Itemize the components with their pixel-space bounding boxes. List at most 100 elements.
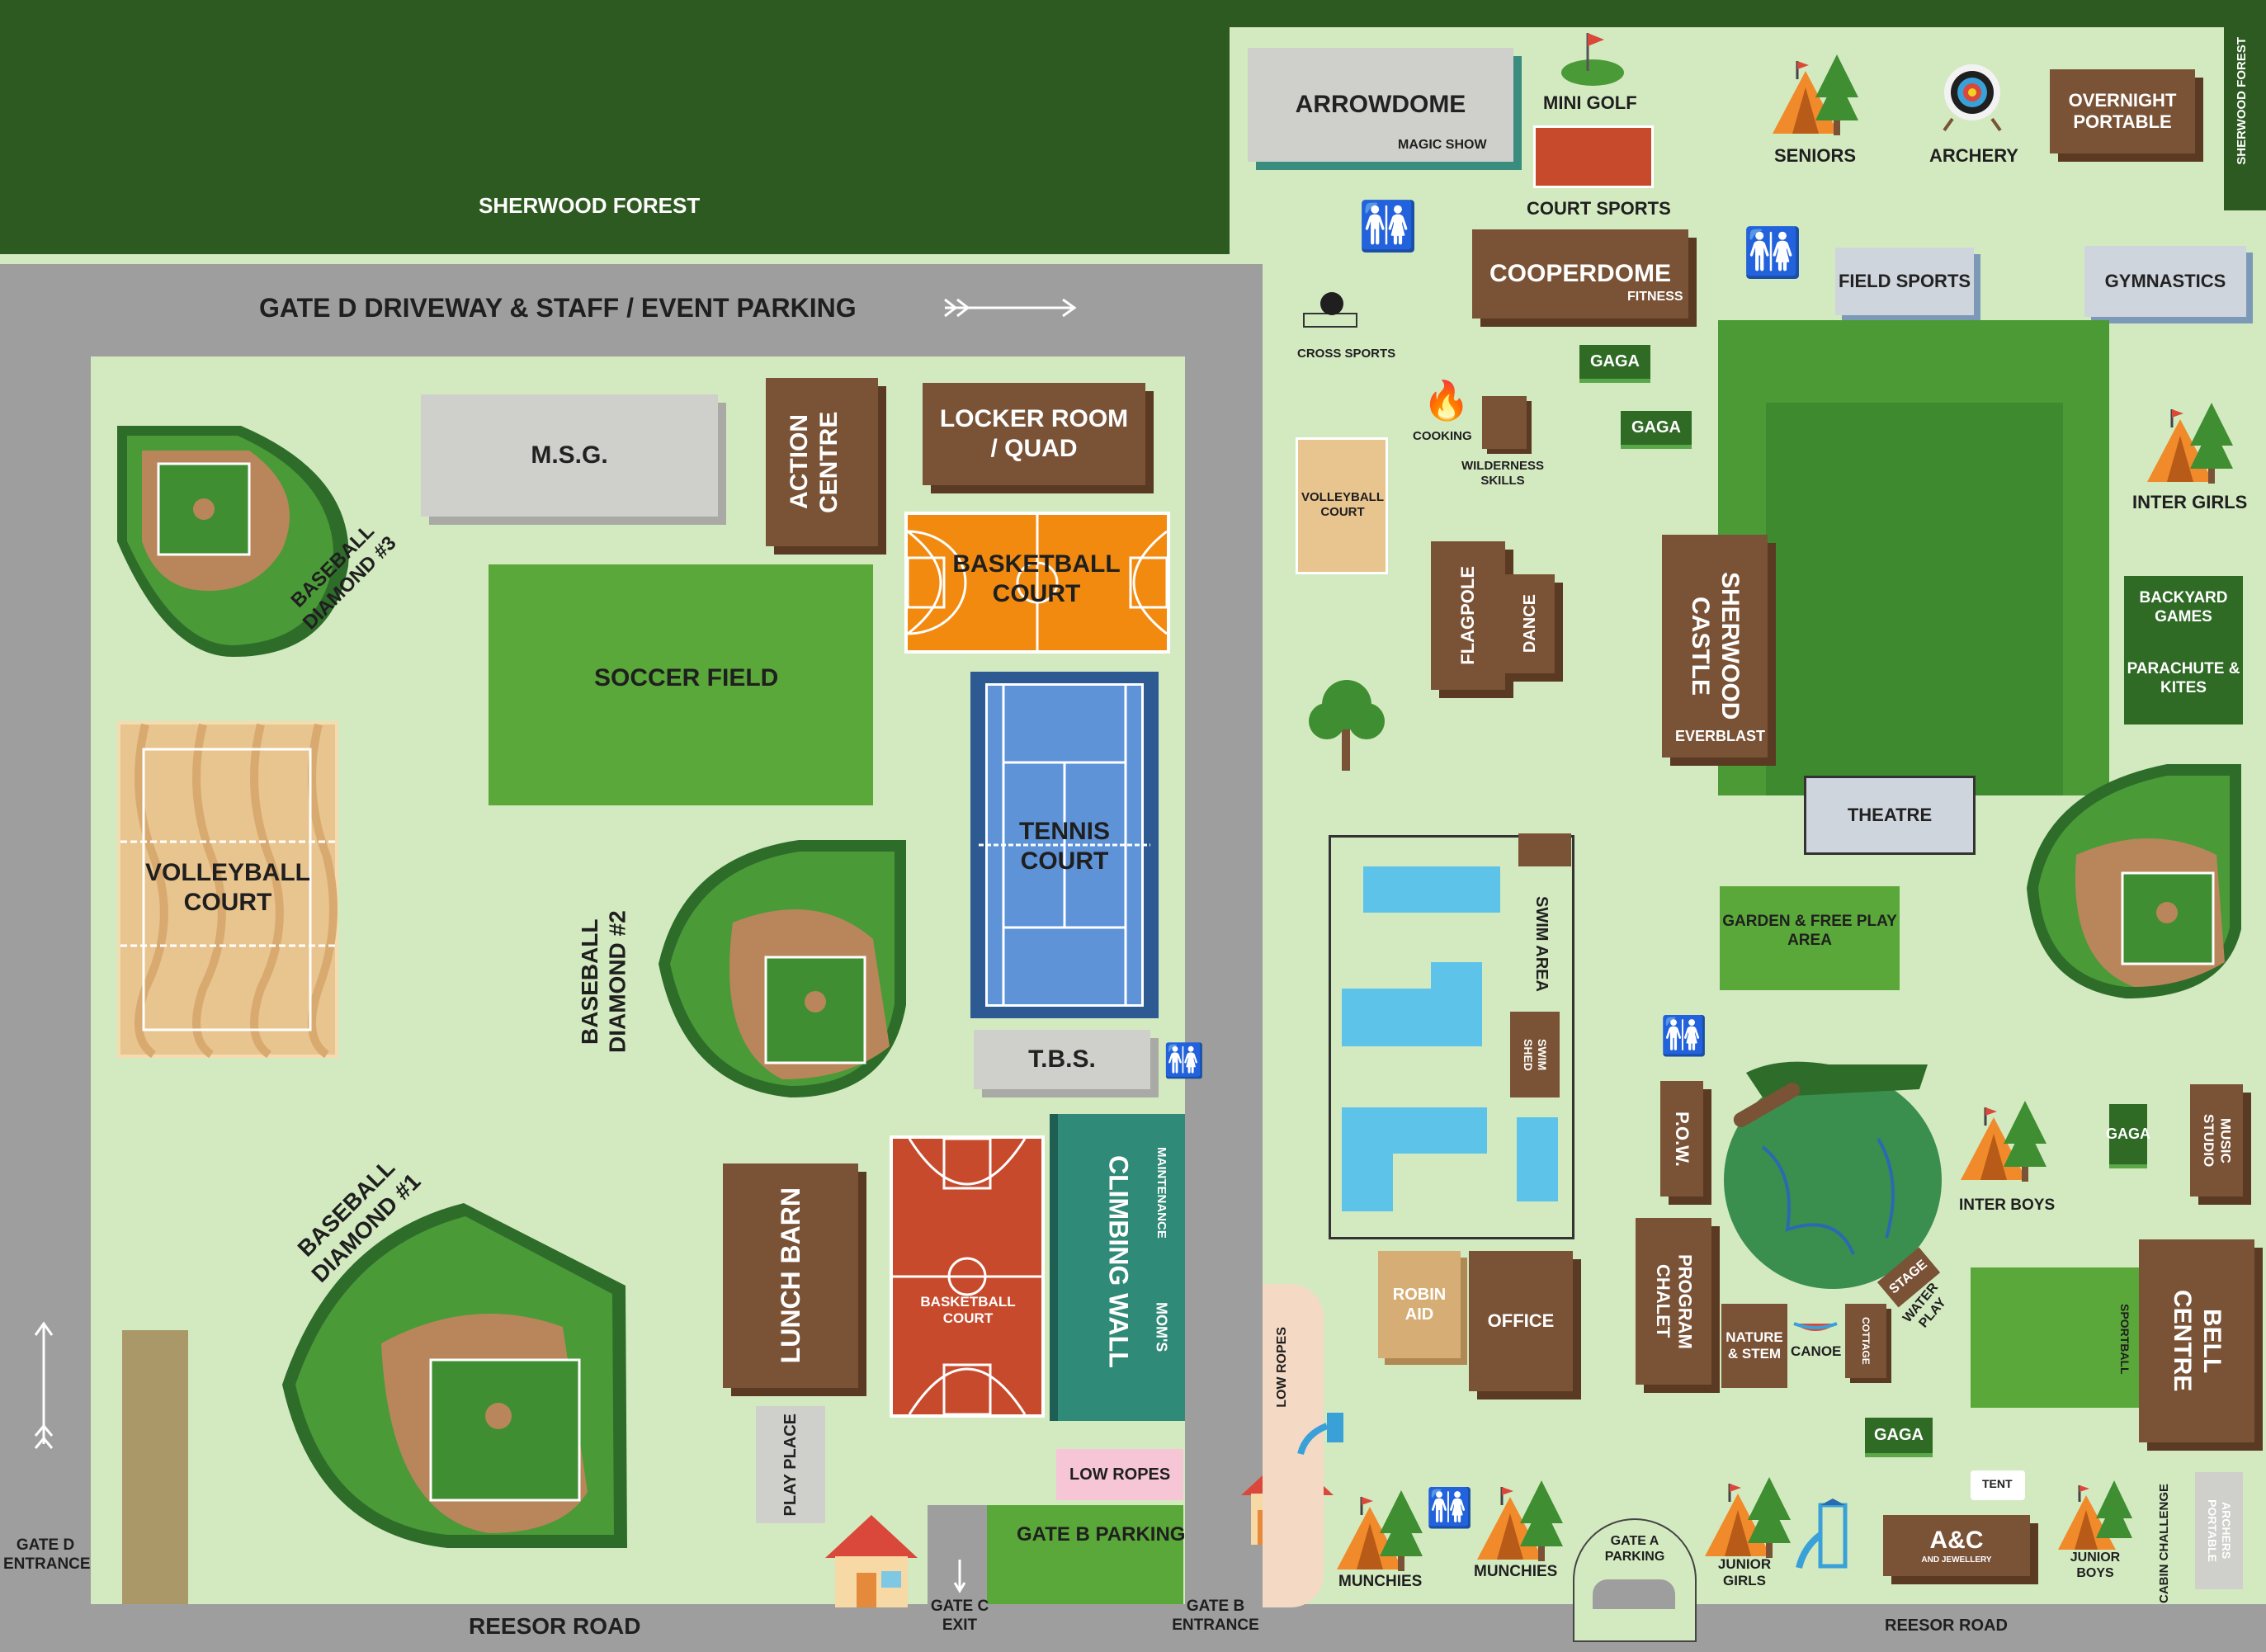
baseball-diamond-3[interactable] — [117, 426, 356, 665]
sportball-label: SPORTBALL — [2117, 1304, 2131, 1375]
low-ropes-right[interactable] — [1263, 1284, 1324, 1607]
cabin-challenge-label: CABIN CHALLENGE — [2157, 1484, 2171, 1603]
locker-room-label: LOCKER ROOM / QUAD — [939, 405, 1129, 462]
volleyball-court-small[interactable] — [1296, 437, 1388, 574]
robin-aid-building[interactable]: ROBIN AID — [1378, 1251, 1461, 1358]
overnight-portable-building[interactable]: OVERNIGHT PORTABLE — [2050, 69, 2195, 153]
gate-d-road — [0, 264, 1263, 356]
gaga-tag[interactable]: GAGA — [1621, 411, 1692, 449]
house-icon — [825, 1515, 918, 1607]
seniors-label: SENIORS — [1774, 145, 1857, 166]
baseball-diamond-2[interactable] — [650, 840, 914, 1097]
tree-icon — [1309, 680, 1385, 771]
sherwood-forest-side-label: SHERWOOD FOREST — [2235, 37, 2249, 165]
gate-b-parking[interactable] — [987, 1505, 1183, 1604]
baseball-diamond-1[interactable] — [282, 1203, 632, 1553]
pool — [1431, 962, 1482, 1046]
garden-label: GARDEN & FREE PLAY AREA — [1722, 913, 1897, 949]
volleyball-court-label: VOLLEYBALL COURT — [145, 859, 310, 916]
cooperdome-label: COOPERDOME — [1489, 260, 1672, 287]
moms-label: MOM'S — [1153, 1302, 1170, 1352]
msg-building[interactable]: M.S.G. — [421, 394, 718, 517]
pool — [1363, 866, 1500, 913]
wilderness-hut[interactable] — [1482, 396, 1527, 449]
play-place[interactable]: PLAY PLACE — [756, 1406, 825, 1523]
gaga-tag[interactable]: GAGA — [2106, 1104, 2150, 1168]
basketball-court-main[interactable] — [904, 512, 1170, 654]
arrowdome-building[interactable]: ARROWDOME — [1248, 48, 1513, 162]
theatre-building[interactable]: THEATRE — [1804, 776, 1976, 855]
locker-room-building[interactable]: LOCKER ROOM / QUAD — [923, 383, 1145, 485]
a-and-c-label: A&C — [1929, 1527, 1984, 1554]
tent-icon — [1961, 1101, 2046, 1182]
program-chalet-building[interactable]: PROGRAM CHALET — [1636, 1218, 1711, 1385]
lunch-barn-building[interactable]: LUNCH BARN — [723, 1163, 858, 1388]
basketball-court-small[interactable] — [890, 1135, 1045, 1418]
sherwood-castle-label: SHERWOOD CASTLE — [1687, 572, 1744, 720]
mini-golf-label: MINI GOLF — [1543, 92, 1637, 113]
gaga-tag[interactable]: GAGA — [1865, 1418, 1933, 1457]
climbing-wall[interactable] — [1058, 1114, 1185, 1421]
gate-c-exit-label: GATE C EXIT — [930, 1598, 989, 1634]
dance-building[interactable]: DANCE — [1505, 574, 1555, 673]
canoe-label: CANOE — [1791, 1343, 1842, 1359]
program-chalet-label: PROGRAM CHALET — [1653, 1253, 1696, 1349]
tbs-building[interactable]: T.B.S. — [974, 1030, 1150, 1089]
arrow-icon — [34, 1321, 54, 1449]
garden-area[interactable] — [1720, 886, 1900, 990]
swim-shed-building[interactable]: SWIM SHED — [1510, 1012, 1560, 1097]
sportball-field[interactable] — [1971, 1267, 2160, 1408]
action-centre-building[interactable]: ACTION CENTRE — [766, 378, 878, 546]
gate-d-entrance-label: GATE D ENTRANCE — [3, 1536, 91, 1573]
tent-sign — [1971, 1470, 2025, 1500]
cottage-building[interactable]: COTTAGE — [1845, 1304, 1886, 1378]
volleyball-court[interactable] — [117, 721, 338, 1059]
basketball-court-main-label: BASKETBALL COURT — [952, 550, 1121, 607]
court-sports-label: COURT SPORTS — [1527, 198, 1671, 219]
soccer-field[interactable] — [489, 564, 873, 805]
action-centre-label: ACTION CENTRE — [786, 411, 843, 513]
tennis-court[interactable] — [970, 672, 1159, 1018]
reesor-road — [0, 1604, 2266, 1652]
parachute-kites-label: PARACHUTE & KITES — [2127, 660, 2240, 696]
sherwood-castle-building[interactable]: SHERWOOD CASTLE — [1662, 535, 1768, 758]
reesor-road-right-label: REESOR ROAD — [1885, 1617, 2008, 1635]
lunch-barn-label: LUNCH BARN — [775, 1187, 805, 1364]
road-middle — [1185, 264, 1263, 1652]
pow-building[interactable]: P.O.W. — [1660, 1081, 1703, 1197]
baseball-diamond-right[interactable] — [2018, 764, 2249, 998]
court-sports-court[interactable] — [1533, 125, 1654, 188]
baseball-diamond-2-label: BASEBALL DIAMOND #2 — [577, 910, 630, 1054]
fitness-label: FITNESS — [1627, 290, 1683, 304]
bell-centre-building[interactable]: BELL CENTRE — [2139, 1239, 2254, 1442]
soccer-field-label: SOCCER FIELD — [594, 664, 779, 691]
sherwood-forest-area — [0, 0, 1230, 254]
gymnastics-label: GYMNASTICS — [2104, 270, 2226, 291]
flagpole-building[interactable]: FLAGPOLE — [1431, 541, 1505, 690]
archers-portable-building[interactable]: ARCHERS PORTABLE — [2195, 1472, 2243, 1589]
slide-icon — [1297, 1413, 1343, 1456]
music-studio-building[interactable]: MUSIC STUDIO — [2190, 1084, 2243, 1197]
washroom-icon: 🚻 — [1426, 1486, 1474, 1529]
munchies-2-label: MUNCHIES — [1474, 1563, 1558, 1580]
backyard-games-label: BACKYARD GAMES — [2139, 589, 2228, 625]
gymnastics-building[interactable]: GYMNASTICS — [2084, 246, 2246, 317]
cooperdome-building[interactable]: COOPERDOME — [1472, 229, 1688, 319]
cottage-label: COTTAGE — [1860, 1317, 1872, 1365]
office-building[interactable]: OFFICE — [1469, 1251, 1573, 1391]
canoe-icon — [1793, 1322, 1838, 1331]
wilderness-skills-label: WILDERNESS SKILLS — [1461, 459, 1544, 488]
backyard-games-area[interactable] — [2124, 576, 2243, 725]
archery-target-icon — [1943, 64, 2002, 132]
nature-stem-building[interactable]: NATURE & STEM — [1721, 1304, 1787, 1388]
field-sports-building[interactable]: FIELD SPORTS — [1835, 248, 1974, 315]
gate-b-parking-label: GATE B PARKING — [1017, 1523, 1186, 1546]
gaga-tag[interactable]: GAGA — [1579, 345, 1650, 383]
tent-icon — [2058, 1480, 2132, 1550]
office-label: OFFICE — [1487, 1310, 1555, 1331]
basketball-court-small-label: BASKETBALL COURT — [920, 1294, 1016, 1327]
earth-globe-icon — [1724, 1061, 1942, 1289]
low-ropes-left[interactable] — [1056, 1449, 1183, 1500]
arrowdome-label: ARROWDOME — [1295, 91, 1466, 118]
